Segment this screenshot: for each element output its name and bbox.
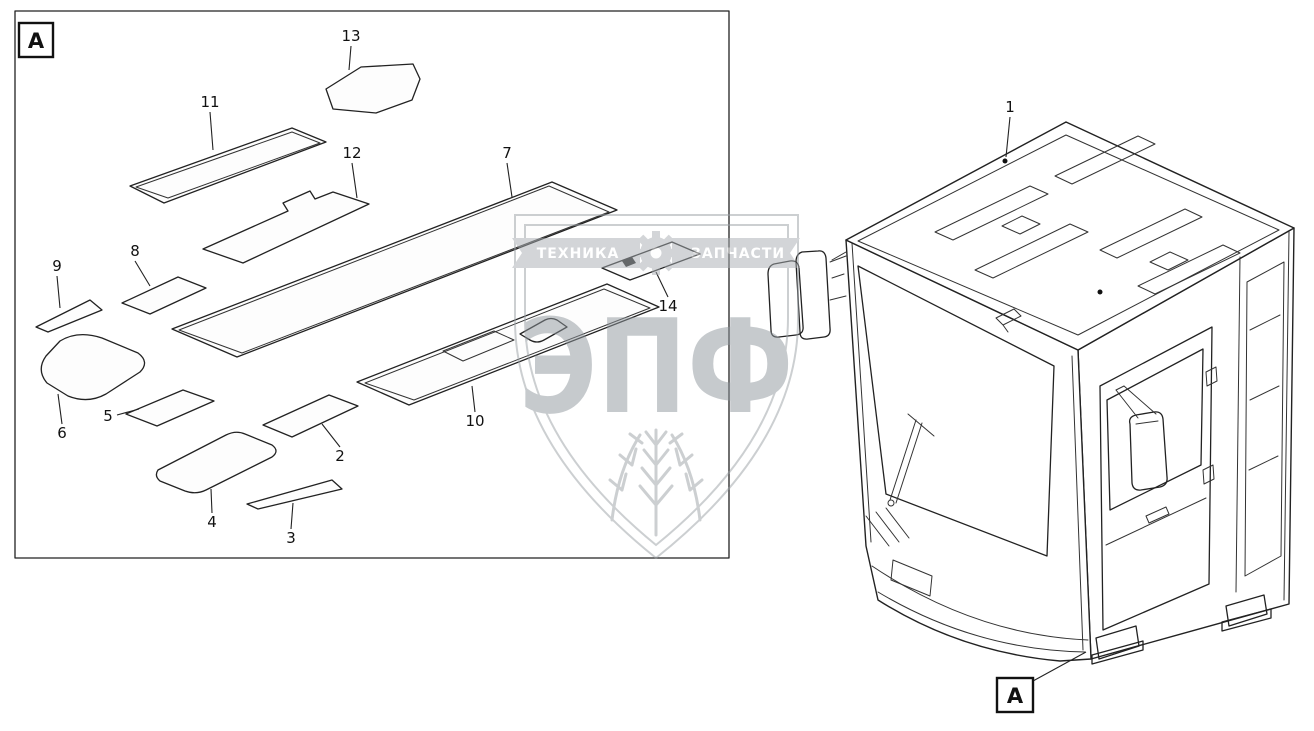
part-10-group: 10 <box>356 283 660 430</box>
cab-skid-rear <box>1221 594 1272 632</box>
cab-number: 1 <box>1005 98 1015 116</box>
cab-rear-quarter <box>1235 231 1290 601</box>
cab-door-hinge-lower <box>1202 464 1215 485</box>
cab-mirror-right <box>1115 385 1168 491</box>
cab-skid-front <box>1091 625 1144 665</box>
part-5-number: 5 <box>103 407 113 425</box>
cab-drawing: 1 A <box>767 98 1295 714</box>
part-10-cutout <box>442 330 515 362</box>
part-6-shape <box>40 334 146 401</box>
part-13-leader <box>348 45 352 71</box>
part-11-group: 11 <box>129 93 327 204</box>
cab-front-face <box>845 239 1092 662</box>
cab-door-hinge-upper <box>1205 366 1218 387</box>
part-7-inner-edge <box>178 185 610 354</box>
part-9-number: 9 <box>52 257 62 275</box>
part-8-shape <box>121 276 207 315</box>
detail-label-a-bottom-box <box>995 676 1035 714</box>
part-8-leader <box>134 260 151 287</box>
part-12-shape <box>202 190 370 264</box>
cab-front-right-pillar <box>1071 355 1084 651</box>
part-2-group: 2 <box>262 394 359 465</box>
cab-door-handle <box>1145 506 1170 524</box>
part-5-shape <box>125 389 215 427</box>
part-14-leader <box>655 271 669 298</box>
cab-roof-inner-edge <box>857 134 1280 336</box>
part-3-group: 3 <box>246 479 343 547</box>
part-6-leader <box>57 393 63 425</box>
part-2-number: 2 <box>335 447 345 465</box>
cab-cowl-vents <box>865 507 910 547</box>
cab-wiper <box>887 413 935 507</box>
part-13-number: 13 <box>341 27 360 45</box>
cab-windshield <box>857 265 1055 557</box>
watermark-banner-right-band <box>672 238 800 268</box>
part-4-leader <box>210 488 213 514</box>
detail-frame-box <box>14 10 730 559</box>
watermark: ТЕХНИКА ЗАПЧАСТИ ЭПФ <box>512 214 800 560</box>
part-12-group: 12 <box>202 144 370 264</box>
watermark-brand-text: ЭПФ <box>519 291 794 443</box>
part-8-group: 8 <box>121 242 207 315</box>
part-9-leader <box>56 275 61 309</box>
part-7-leader <box>506 162 513 198</box>
watermark-banner: ТЕХНИКА ЗАПЧАСТИ <box>512 231 800 275</box>
watermark-shield <box>514 214 799 560</box>
part-4-shape <box>155 431 277 494</box>
cab-roof-fastener-front <box>1002 158 1008 164</box>
watermark-gear-icon <box>634 231 678 275</box>
part-7-number: 7 <box>502 144 512 162</box>
detail-label-a-top: A <box>17 21 55 59</box>
part-12-leader <box>351 162 358 199</box>
cab-roof-fastener-side <box>1097 289 1103 295</box>
part-9-group: 9 <box>35 257 103 333</box>
cab-left-pillar <box>851 242 872 543</box>
part-4-number: 4 <box>207 513 217 531</box>
watermark-banner-right-text: ЗАПЧАСТИ <box>691 246 785 262</box>
part-12-number: 12 <box>342 144 361 162</box>
cab-leader <box>1005 116 1011 158</box>
part-10-shape <box>356 283 660 406</box>
cab-roof-grooves <box>934 135 1241 295</box>
part-5-leader <box>116 408 140 416</box>
part-9-shape <box>35 299 103 333</box>
part-3-leader <box>290 502 294 530</box>
part-10-leader <box>471 385 476 413</box>
part-3-number: 3 <box>286 529 296 547</box>
cab-roof-latch <box>995 308 1022 333</box>
part-5-group: 5 <box>103 389 215 427</box>
detail-label-a-leader <box>1032 651 1087 682</box>
part-13-group: 13 <box>325 27 421 114</box>
watermark-banner-left-band <box>512 238 640 268</box>
part-2-leader <box>321 423 341 448</box>
cab-roof <box>845 121 1295 351</box>
part-7-group: 7 <box>171 144 618 358</box>
detail-label-a-bottom-text: A <box>1007 684 1024 708</box>
part-11-number: 11 <box>200 93 219 111</box>
part-4-group: 4 <box>155 431 277 531</box>
detail-label-a-bottom: A <box>995 651 1087 714</box>
part-10-tab <box>519 317 568 343</box>
part-13-shape <box>325 63 421 114</box>
watermark-banner-left-text: ТЕХНИКА <box>537 246 620 262</box>
part-8-number: 8 <box>130 242 140 260</box>
cab-door-window <box>1106 348 1204 511</box>
part-14-number: 14 <box>658 297 677 315</box>
part-10-number: 10 <box>465 412 484 430</box>
part-11-shape <box>129 127 327 204</box>
part-6-number: 6 <box>57 424 67 442</box>
watermark-wheat <box>608 428 704 537</box>
part-11-inner-edge <box>135 131 321 199</box>
part-11-leader <box>209 111 214 151</box>
cab-door <box>1099 326 1218 631</box>
part-7-shape <box>171 181 618 358</box>
detail-label-a-text: A <box>28 29 45 53</box>
part-2-shape <box>262 394 359 438</box>
cab-front-bumper <box>871 559 1089 653</box>
part-6-group: 6 <box>40 334 146 442</box>
part-3-shape <box>246 479 343 510</box>
detail-label-a-box <box>17 21 55 59</box>
watermark-shield-inner <box>524 224 789 547</box>
